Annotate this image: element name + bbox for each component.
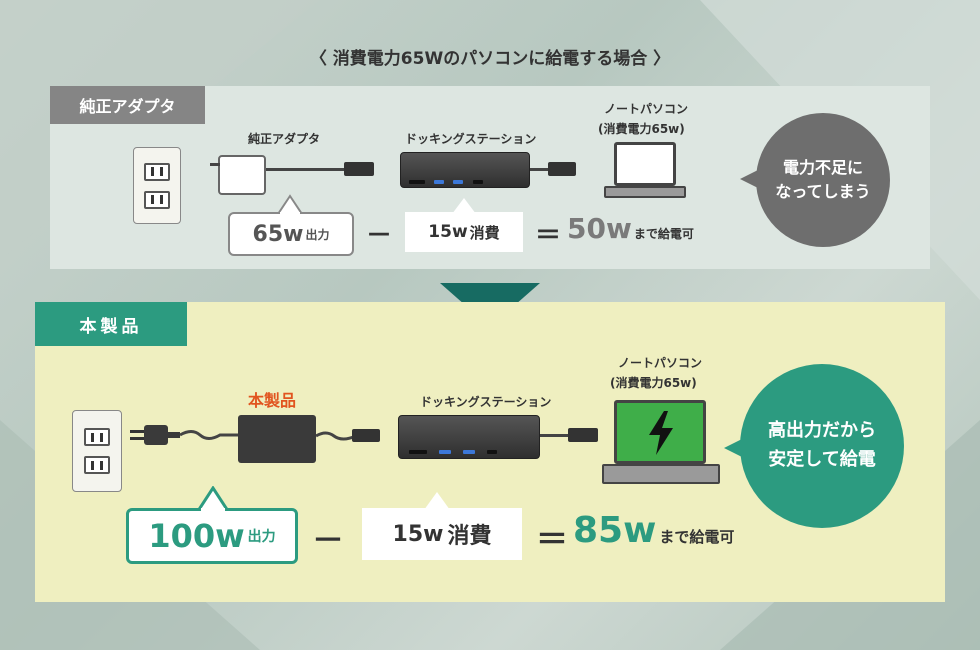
docking-station-icon bbox=[400, 152, 530, 188]
laptop-keyboard bbox=[602, 464, 720, 484]
cable bbox=[266, 168, 346, 171]
usb-c-connector bbox=[548, 162, 576, 176]
callout-pointer bbox=[198, 486, 228, 511]
dock-label: ドッキングステーション bbox=[420, 393, 551, 410]
section-tab-genuine-adapter: 純正アダプタ bbox=[50, 86, 205, 124]
callout-pointer bbox=[452, 196, 476, 214]
usb-c-connector bbox=[352, 429, 380, 442]
outlet-icon bbox=[133, 147, 181, 224]
cable bbox=[530, 168, 550, 171]
product-label: 本製品 bbox=[248, 387, 296, 411]
usb-c-connector bbox=[568, 428, 598, 442]
cable bbox=[210, 163, 220, 166]
laptop-label-line2: (消費電力65w) bbox=[598, 120, 685, 137]
warning-bubble: 電力不足になってしまう bbox=[756, 113, 890, 247]
laptop-icon bbox=[614, 142, 676, 186]
laptop-keyboard bbox=[604, 186, 686, 198]
adapter-label: 純正アダプタ bbox=[248, 130, 320, 147]
power-plug-icon bbox=[130, 420, 240, 450]
laptop-label-line1: ノートパソコン bbox=[604, 100, 688, 117]
equals-operator: ＝ bbox=[535, 215, 561, 252]
outlet-icon bbox=[72, 410, 122, 492]
benefit-bubble: 高出力だから安定して給電 bbox=[740, 364, 904, 528]
callout-pointer bbox=[424, 490, 450, 510]
bubble-tail bbox=[724, 436, 748, 460]
ac-adapter-icon bbox=[218, 155, 266, 195]
cable bbox=[540, 434, 570, 437]
minus-operator: － bbox=[312, 515, 344, 561]
page-title: 〈 消費電力65Wのパソコンに給電する場合 〉 bbox=[0, 44, 980, 69]
dock-label: ドッキングステーション bbox=[405, 130, 536, 147]
section-tab-this-product: 本製品 bbox=[35, 302, 187, 346]
callout-pointer bbox=[278, 194, 302, 214]
bubble-tail bbox=[740, 168, 762, 190]
cable bbox=[316, 428, 356, 444]
ac-adapter-icon bbox=[238, 415, 316, 463]
docking-station-icon bbox=[398, 415, 540, 459]
laptop-icon bbox=[614, 400, 706, 464]
equals-operator: ＝ bbox=[536, 514, 568, 560]
minus-operator: － bbox=[366, 215, 392, 252]
lightning-bolt-icon bbox=[647, 411, 675, 455]
usb-c-connector bbox=[344, 162, 374, 176]
laptop-label-line1: ノートパソコン bbox=[618, 354, 702, 371]
laptop-label-line2: (消費電力65w) bbox=[610, 374, 697, 391]
